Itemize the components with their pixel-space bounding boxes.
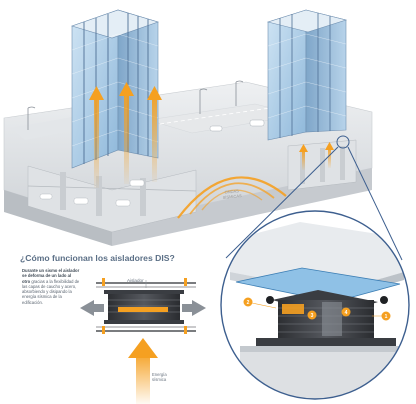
zoom-connector <box>225 135 403 261</box>
description-bold: Durante un sismo el aislador se deforma … <box>22 268 80 284</box>
basement-garage-left <box>27 165 197 233</box>
energy-label-line2: sísmica <box>152 377 167 383</box>
isolator-label: Aislador <box>127 278 144 283</box>
description-text: Durante un sismo el aislador se deforma … <box>22 268 80 305</box>
callout-number-2: 2 <box>247 300 250 306</box>
cars <box>209 119 265 132</box>
tower-left <box>71 9 159 169</box>
tower-right <box>266 9 348 170</box>
energy-arrows-left <box>89 82 162 188</box>
callout-number-4: 4 <box>345 310 348 316</box>
callout-number-3: 3 <box>311 313 314 319</box>
energy-label: Energía sísmica <box>152 372 186 382</box>
isolator-zoom-detail <box>220 210 410 400</box>
energy-arrow-large <box>128 338 158 404</box>
description-rest: gracias a la flexibilidad de las capas d… <box>22 278 80 305</box>
energy-label-line1: Energía <box>152 372 167 377</box>
street-lamps <box>27 80 244 130</box>
question-title: ¿Cómo funcionan los aisladores DIS? <box>20 253 175 263</box>
callout-number-1: 1 <box>385 314 388 320</box>
seismic-waves-label-line2: SÍSMICAS <box>222 192 242 200</box>
isolator-schematic <box>80 278 206 334</box>
seismic-waves <box>177 176 287 219</box>
